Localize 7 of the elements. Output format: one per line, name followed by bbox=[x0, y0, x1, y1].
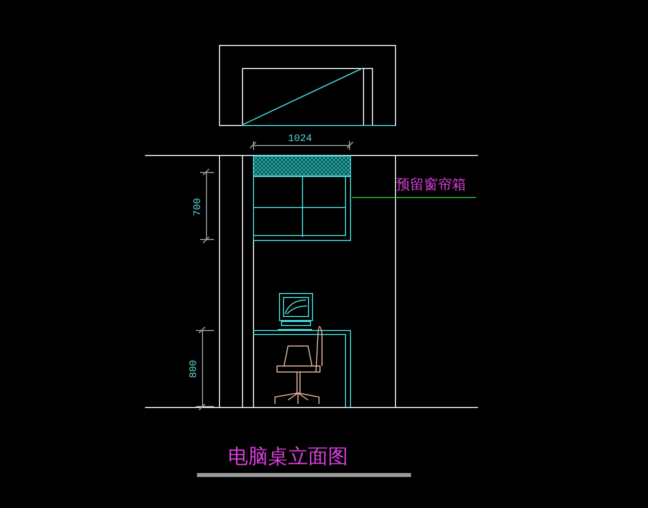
leader-line bbox=[352, 197, 476, 198]
callout-text: 预留窗帘箱 bbox=[396, 176, 472, 194]
dimension-label: 1024 bbox=[288, 135, 312, 145]
dimension-label: 700 bbox=[194, 198, 204, 216]
dimension-label: 800 bbox=[190, 360, 200, 378]
drawing-title: 电脑桌立面图 bbox=[228, 443, 348, 470]
wall-cabinet bbox=[253, 176, 351, 241]
